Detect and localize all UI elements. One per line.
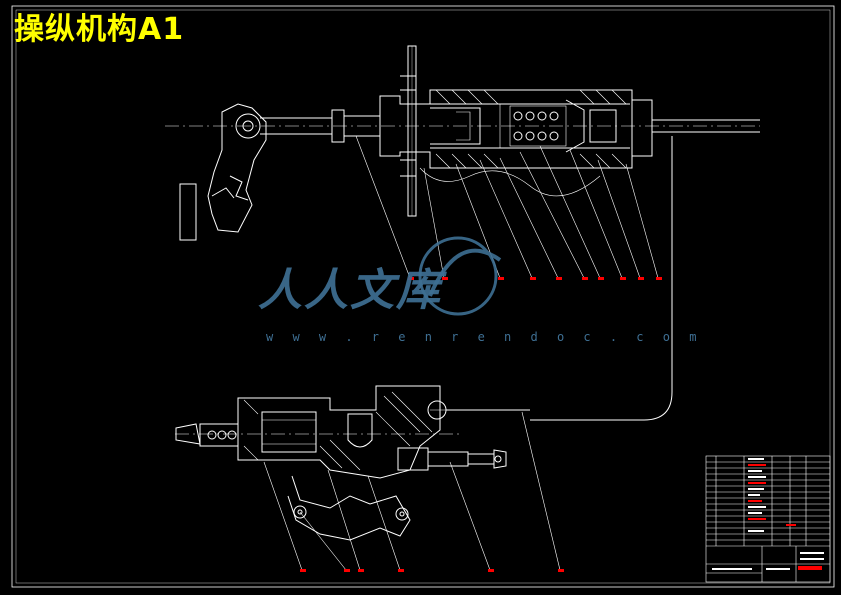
title-block-marks [748,464,822,570]
mounting-flange [400,45,417,217]
upper-assembly [165,45,760,421]
watermark-url: w w w . r e n r e n d o c . c o m [266,330,703,344]
spring [509,105,567,147]
cylinder-body [379,89,760,197]
lower-callout-markers [300,569,564,572]
renrendoc-logo-icon [418,236,502,316]
drawing-title: 操纵机构A1 [14,12,185,47]
lower-callouts [263,411,561,571]
hydraulic-pipe [530,136,673,421]
lower-assembly [175,385,530,541]
pedal-lever [179,103,267,241]
watermark-brand: 人人文库 [258,265,442,316]
upper-callouts [355,135,659,279]
title-block [705,455,831,583]
push-rod [260,109,380,143]
title-block-text-strokes [712,458,824,570]
upper-callout-markers [408,277,662,280]
sheet-border [11,5,835,588]
